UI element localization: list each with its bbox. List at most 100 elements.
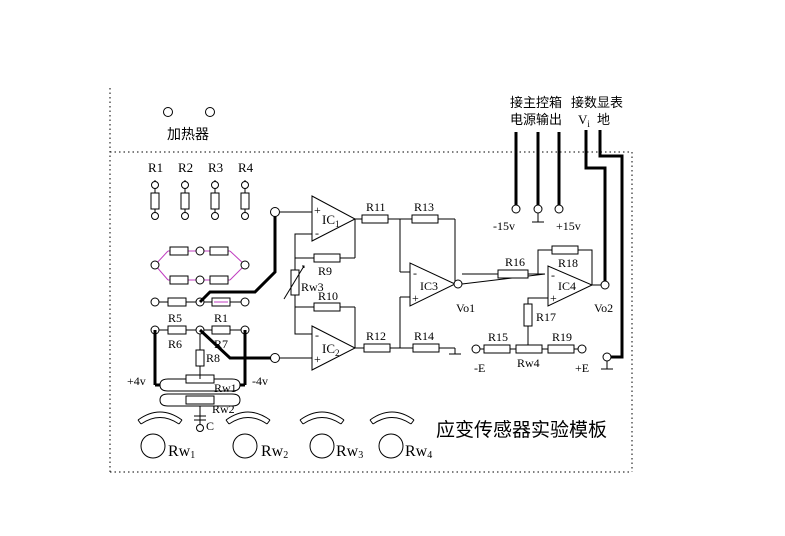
- ic1-minus-sign: -: [315, 226, 319, 240]
- minus15v-label: -15v: [493, 219, 515, 233]
- ic1-label: IC1: [322, 212, 340, 229]
- ring-terminal-left[interactable]: [150, 260, 160, 270]
- bridge-ring: [150, 246, 250, 285]
- knob-rw4: Rw4: [369, 411, 432, 461]
- vo1-terminal[interactable]: [453, 279, 463, 289]
- gauge-r4-terminal-top[interactable]: [241, 181, 249, 189]
- plus15v-label: +15v: [556, 219, 581, 233]
- plus-e-terminal[interactable]: [577, 344, 587, 354]
- power-connect-line2: 电源输出: [510, 112, 562, 128]
- gauge-label: R4: [238, 160, 254, 175]
- minus-e-label: -E: [474, 361, 485, 375]
- knob-rw3: Rw3: [299, 411, 363, 461]
- display-v-label: Vi: [578, 112, 590, 129]
- heater-label: 加热器: [167, 127, 209, 143]
- knob-rw1-label: Rw1: [168, 443, 195, 461]
- r13-label: R13: [414, 200, 434, 214]
- r12-label: R12: [366, 329, 386, 343]
- power-supply-connection: 接主控箱 电源输出 -15v +15v: [493, 95, 581, 233]
- knob-rw3-label: Rw3: [336, 443, 363, 461]
- ic1-plus-sign: +: [314, 203, 321, 217]
- display-connect-line1: 接数显表: [571, 95, 623, 111]
- amp-input-terminal-top[interactable]: [270, 207, 280, 217]
- display-ground-label: 地: [597, 113, 610, 128]
- power-connect-line1: 接主控箱: [510, 95, 562, 111]
- r11-label: R11: [366, 200, 386, 214]
- strain-gauge-row: R1 R2 R3 R4: [148, 160, 254, 220]
- gauge-r3-terminal-top[interactable]: [211, 181, 219, 189]
- rw2-label: Rw2: [212, 402, 235, 416]
- board-title: 应变传感器实验模板: [436, 419, 607, 441]
- vo2-terminal[interactable]: [600, 280, 610, 290]
- ic2-label: IC2: [322, 341, 340, 358]
- rw3-label: Rw3: [301, 280, 324, 294]
- ic2-minus-sign: -: [315, 328, 319, 342]
- gauge-label: R2: [178, 160, 193, 175]
- ground-terminal-node[interactable]: [602, 352, 612, 362]
- r18-label: R18: [558, 256, 578, 270]
- ring-terminal-right[interactable]: [240, 260, 250, 270]
- ic3-label: IC3: [420, 279, 438, 293]
- r1-label: R1: [214, 311, 228, 325]
- gauge-r2-terminal-bottom[interactable]: [181, 212, 189, 220]
- gauge-r1-terminal-bottom[interactable]: [151, 212, 159, 220]
- r16-label: R16: [505, 255, 525, 269]
- minus4v-label: -4v: [252, 374, 268, 388]
- r5-label: R5: [168, 311, 182, 325]
- plus4v-label: +4v: [127, 374, 146, 388]
- ic3-plus-sign: +: [412, 291, 419, 305]
- ic3-minus-sign: -: [413, 266, 417, 280]
- bridge-network: R5 R6 R1 R7 R8: [150, 297, 250, 372]
- knob-rw4-dial[interactable]: [378, 433, 404, 459]
- gauge-r2-terminal-top[interactable]: [181, 181, 189, 189]
- cap-terminal[interactable]: [196, 424, 204, 432]
- rw4-label: Rw4: [517, 356, 540, 370]
- knob-rw2-dial[interactable]: [232, 433, 258, 459]
- opamp-ic2: - + IC2: [280, 325, 357, 371]
- gain-network: Rw3 R9 R10: [283, 219, 356, 348]
- knob-rw2-label: Rw2: [261, 443, 288, 461]
- power-ground-terminal[interactable]: [533, 204, 543, 214]
- gauge-r4-terminal-bottom[interactable]: [241, 212, 249, 220]
- opamp-ic1: + - IC1: [280, 195, 357, 242]
- r15-label: R15: [488, 330, 508, 344]
- ring-terminal-bottom[interactable]: [195, 275, 205, 285]
- bridge-terminal-left-top[interactable]: [150, 297, 160, 307]
- ring-terminal-top[interactable]: [195, 246, 205, 256]
- amp-input-terminal-bottom[interactable]: [270, 353, 280, 363]
- r19-label: R19: [552, 330, 572, 344]
- patch-wires-bridge: [153, 212, 277, 387]
- heater: 加热器: [163, 107, 215, 143]
- minus-e-terminal[interactable]: [471, 344, 481, 354]
- gauge-label: R3: [208, 160, 223, 175]
- knob-rw3-dial[interactable]: [309, 433, 335, 459]
- r6-label: R6: [168, 337, 182, 351]
- plus-e-label: +E: [575, 361, 589, 375]
- knob-rw2: Rw2: [225, 411, 288, 461]
- strain-gauge-r3: R3: [208, 160, 223, 220]
- gauge-r3-terminal-bottom[interactable]: [211, 212, 219, 220]
- heater-terminal-left[interactable]: [163, 107, 173, 117]
- knob-rw1-dial[interactable]: [140, 433, 166, 459]
- r10-label: R10: [318, 289, 338, 303]
- r17-label: R17: [536, 310, 556, 324]
- balance-pots: +4v -4v Rw1 Rw2 C: [127, 372, 268, 433]
- heater-terminal-right[interactable]: [205, 107, 215, 117]
- plus15v-terminal[interactable]: [554, 204, 564, 214]
- zero-adjust-network: R15 R19 Rw4 -E +E: [471, 330, 589, 375]
- capacitor-label: C: [206, 419, 214, 433]
- opamp-ic3-stage: R11 R12 R13 R14 - + IC3 Vo1: [355, 200, 475, 355]
- bridge-terminal-right-top[interactable]: [240, 297, 250, 307]
- board-outline: [109, 88, 633, 473]
- strain-gauge-r1: R1: [148, 160, 163, 220]
- knob-rw1: Rw1: [137, 411, 195, 461]
- ic4-plus-sign: +: [550, 291, 557, 305]
- minus15v-terminal[interactable]: [511, 204, 521, 214]
- knob-rw4-label: Rw4: [405, 443, 432, 461]
- vo1-label: Vo1: [456, 301, 475, 315]
- display-meter-connection: 接数显表 Vi 地: [571, 95, 624, 359]
- gauge-r1-terminal-top[interactable]: [151, 181, 159, 189]
- gauge-label: R1: [148, 160, 163, 175]
- r14-label: R14: [414, 329, 434, 343]
